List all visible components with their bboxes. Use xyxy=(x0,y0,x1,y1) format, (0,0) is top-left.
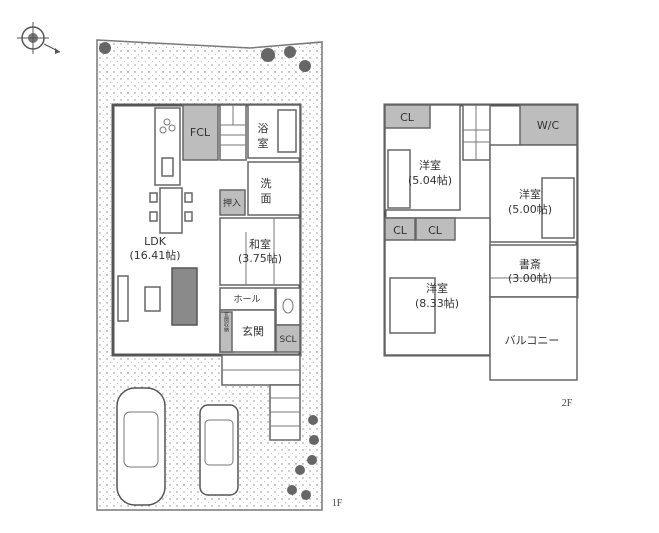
label-cl-3: CL xyxy=(428,224,443,237)
floor-1f: FCL 浴 室 洗 面 押入 和室 (3.75帖) ホール SCL xyxy=(96,39,343,511)
sofa xyxy=(171,267,198,326)
car-1 xyxy=(116,387,166,506)
compass-icon xyxy=(17,22,61,54)
car-2 xyxy=(199,404,239,496)
room-toilet xyxy=(275,287,301,326)
room-washitsu xyxy=(219,217,301,286)
label-cl-1: CL xyxy=(400,111,415,124)
floor-2f: CL 洋室 (5.04帖) W/C 洋室 (5.00帖) CL CL 洋室 (8… xyxy=(383,103,579,409)
closet-2 xyxy=(384,217,416,241)
label-scl: SCL xyxy=(279,335,296,345)
trees xyxy=(99,42,319,500)
balcony xyxy=(489,296,578,381)
stairs-1f xyxy=(219,104,247,161)
label-hall: ホール xyxy=(233,294,260,305)
room-fcl xyxy=(182,104,219,161)
label-genkan-storage: 玄関収納 xyxy=(223,311,229,333)
label-ldk-size: (16.41帖) xyxy=(129,249,180,262)
label-cl-2: CL xyxy=(393,224,408,237)
low-table xyxy=(144,286,161,312)
label-balcony: バルコニー xyxy=(505,334,560,347)
bed-c xyxy=(389,277,436,334)
dining-table xyxy=(159,187,183,234)
room-washroom xyxy=(247,161,301,216)
genkan-storage xyxy=(219,311,233,353)
room-study xyxy=(489,244,578,298)
label-study-size: (3.00帖) xyxy=(508,272,552,285)
bed-a xyxy=(387,149,411,209)
label-room-b-size: (5.00帖) xyxy=(508,203,552,216)
label-genkan: 玄関 xyxy=(242,324,264,338)
entrance-steps xyxy=(221,354,301,441)
closet-1 xyxy=(384,104,431,129)
label-bath-2: 室 xyxy=(258,136,269,150)
label-ldk-name: LDK xyxy=(144,235,167,248)
closet-3 xyxy=(415,217,456,241)
label-room-c-size: (8.33帖) xyxy=(415,297,459,310)
floor-label-1f: 1F xyxy=(332,498,343,509)
label-bath-1: 浴 xyxy=(258,122,269,135)
stairs-2f xyxy=(462,104,491,161)
label-fcl: FCL xyxy=(190,126,211,139)
bed-b xyxy=(541,177,575,239)
label-room-a-size: (5.04帖) xyxy=(408,174,452,187)
label-room-b-name: 洋室 xyxy=(519,187,541,201)
label-oshiire: 押入 xyxy=(223,197,241,209)
label-study-name: 書斎 xyxy=(519,257,541,271)
label-wash-2: 面 xyxy=(261,192,272,205)
label-wic: W/C xyxy=(537,119,560,132)
label-washitsu-name: 和室 xyxy=(249,237,271,251)
label-room-a-name: 洋室 xyxy=(419,158,441,172)
tv-board xyxy=(117,275,129,322)
label-room-c-name: 洋室 xyxy=(426,281,448,295)
room-oshiire xyxy=(219,189,246,216)
label-washitsu-size: (3.75帖) xyxy=(238,252,282,265)
label-wash-1: 洗 xyxy=(261,177,272,190)
floor-label-2f: 2F xyxy=(562,398,573,409)
room-scl xyxy=(275,324,301,353)
